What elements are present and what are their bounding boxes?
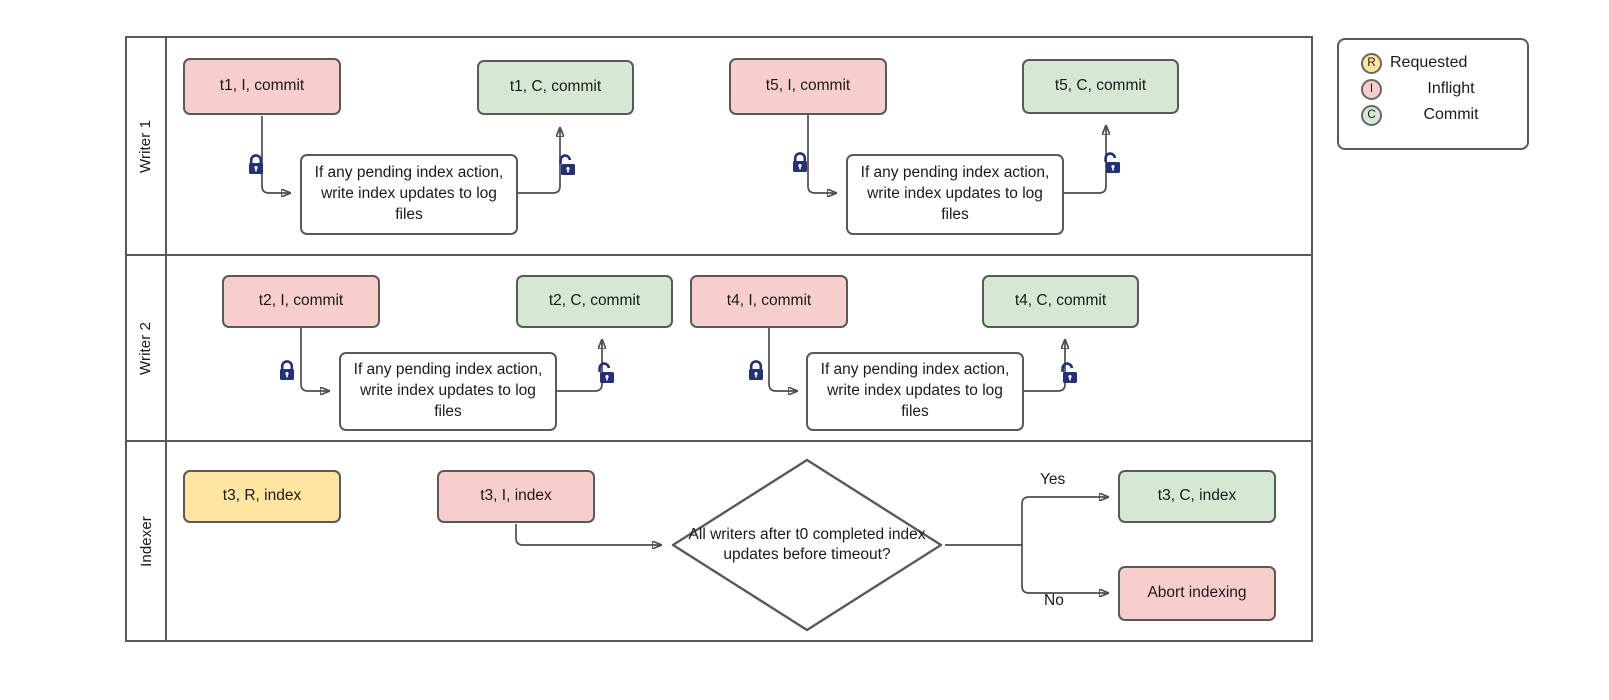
lock-closed-icon bbox=[746, 360, 766, 382]
node-w1-t1-inflight[interactable]: t1, I, commit bbox=[183, 58, 341, 115]
node-t3-commit[interactable]: t3, C, index bbox=[1118, 470, 1276, 523]
lock-open-icon bbox=[555, 154, 575, 176]
lane-writer-1: Writer 1 bbox=[127, 38, 1311, 256]
legend-item-requested: R Requested bbox=[1339, 50, 1527, 76]
node-w1-process-left[interactable]: If any pending index action, write index… bbox=[300, 154, 518, 235]
badge-inflight-icon: I bbox=[1361, 78, 1382, 100]
lane-writer-2: Writer 2 bbox=[127, 256, 1311, 442]
node-w2-t2-commit[interactable]: t2, C, commit bbox=[516, 275, 673, 328]
legend-item-inflight: I Inflight bbox=[1339, 76, 1527, 102]
lock-open-icon bbox=[1100, 152, 1120, 174]
node-w1-process-right[interactable]: If any pending index action, write index… bbox=[846, 154, 1064, 235]
lock-closed-icon bbox=[790, 152, 810, 174]
lane-header-writer-1: Writer 1 bbox=[127, 38, 167, 254]
legend-label-inflight: Inflight bbox=[1427, 80, 1475, 97]
lock-open-icon bbox=[594, 362, 614, 384]
node-w2-t4-inflight[interactable]: t4, I, commit bbox=[690, 275, 848, 328]
lane-label-indexer: Indexer bbox=[137, 515, 155, 567]
node-t3-inflight[interactable]: t3, I, index bbox=[437, 470, 595, 523]
lane-header-indexer: Indexer bbox=[127, 442, 167, 640]
legend-item-commit: C Commit bbox=[1339, 102, 1527, 128]
lane-label-writer-2: Writer 2 bbox=[137, 321, 155, 375]
node-abort-indexing[interactable]: Abort indexing bbox=[1118, 566, 1276, 621]
legend-label-commit: Commit bbox=[1423, 106, 1479, 123]
lane-label-writer-1: Writer 1 bbox=[137, 119, 155, 173]
node-w2-t4-commit[interactable]: t4, C, commit bbox=[982, 275, 1139, 328]
node-t3-requested[interactable]: t3, R, index bbox=[183, 470, 341, 523]
lock-closed-icon bbox=[246, 154, 266, 176]
node-w2-t2-inflight[interactable]: t2, I, commit bbox=[222, 275, 380, 328]
node-w1-t5-commit[interactable]: t5, C, commit bbox=[1022, 59, 1179, 114]
lock-open-icon bbox=[1057, 362, 1077, 384]
lane-indexer: Indexer bbox=[127, 442, 1311, 640]
legend: R Requested I Inflight C Commit bbox=[1337, 38, 1529, 150]
lock-closed-icon bbox=[277, 360, 297, 382]
badge-requested-icon: R bbox=[1361, 52, 1382, 74]
legend-label-requested: Requested bbox=[1390, 54, 1468, 71]
node-w2-process-left[interactable]: If any pending index action, write index… bbox=[339, 352, 557, 431]
decision-diamond[interactable]: All writers after t0 completed index upd… bbox=[668, 455, 946, 635]
lane-header-writer-2: Writer 2 bbox=[127, 256, 167, 440]
edge-label-no: No bbox=[1044, 592, 1064, 609]
edge-label-yes: Yes bbox=[1040, 471, 1066, 488]
node-w1-t5-inflight[interactable]: t5, I, commit bbox=[729, 58, 887, 115]
node-w2-process-right[interactable]: If any pending index action, write index… bbox=[806, 352, 1024, 431]
badge-commit-icon: C bbox=[1361, 104, 1382, 126]
node-w1-t1-commit[interactable]: t1, C, commit bbox=[477, 60, 634, 115]
